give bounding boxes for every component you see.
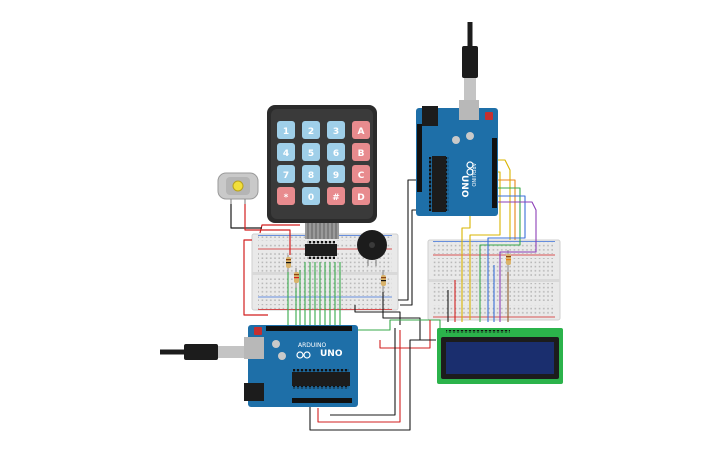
keypad-key-face[interactable] <box>277 143 295 161</box>
piezo-buzzer[interactable] <box>357 230 387 266</box>
usb-cable-top <box>462 22 478 100</box>
keypad-key[interactable]: 8 <box>302 165 320 183</box>
keypad-key[interactable]: 9 <box>327 165 345 183</box>
reset-button-top[interactable] <box>485 112 493 120</box>
wires <box>230 159 537 431</box>
resistor-1[interactable] <box>286 255 291 272</box>
keypad-key-face[interactable] <box>277 121 295 139</box>
keypad-key-label: D <box>357 193 364 203</box>
keypad-keys[interactable]: 1 2 3 A 4 5 6 B 7 8 9 C * 0 # D <box>277 121 370 205</box>
keypad-key[interactable]: 0 <box>302 187 320 205</box>
keypad-key-face[interactable] <box>277 187 295 205</box>
reset-button[interactable] <box>254 327 262 335</box>
keypad-key-label: 2 <box>308 127 314 137</box>
keypad-key-face[interactable] <box>352 187 370 205</box>
keypad-key-face[interactable] <box>327 143 345 161</box>
keypad-key-face[interactable] <box>352 165 370 183</box>
keypad-4x4[interactable]: 1 2 3 A 4 5 6 B 7 8 9 C * 0 # D <box>267 105 377 239</box>
usb-port <box>244 337 264 359</box>
lcd-16x2[interactable] <box>437 328 563 384</box>
mcu-chip <box>292 372 350 386</box>
keypad-key-face[interactable] <box>277 165 295 183</box>
board-brand-main: ARDUINO <box>298 342 327 349</box>
arduino-logo-icon <box>296 351 311 359</box>
keypad-key-face[interactable] <box>327 187 345 205</box>
keypad-key-label: B <box>358 149 365 159</box>
keypad-key[interactable]: 2 <box>302 121 320 139</box>
board-model-top: UNO <box>459 175 469 198</box>
keypad-key[interactable]: 7 <box>277 165 295 183</box>
keypad-key[interactable]: 6 <box>327 143 345 161</box>
keypad-key[interactable]: D <box>352 187 370 205</box>
keypad-key[interactable]: A <box>352 121 370 139</box>
resistor-3[interactable] <box>381 270 386 292</box>
resistor-2[interactable] <box>294 268 299 288</box>
keypad-key-label: 8 <box>308 171 314 181</box>
arduino-uno-top[interactable]: ARDUINO UNO <box>416 100 498 216</box>
keypad-key-face[interactable] <box>302 165 320 183</box>
keypad-key-label: 3 <box>333 127 339 137</box>
keypad-key-label: * <box>284 193 289 203</box>
keypad-key-face[interactable] <box>327 165 345 183</box>
keypad-key[interactable]: * <box>277 187 295 205</box>
power-jack-top <box>422 106 438 126</box>
ic-chip[interactable] <box>305 241 337 259</box>
keypad-key-face[interactable] <box>352 143 370 161</box>
keypad-key-face[interactable] <box>302 187 320 205</box>
keypad-key-face[interactable] <box>327 121 345 139</box>
keypad-key-face[interactable] <box>302 143 320 161</box>
power-jack <box>244 383 264 401</box>
resistor-4[interactable] <box>506 250 511 272</box>
keypad-key[interactable]: 3 <box>327 121 345 139</box>
keypad-key-label: 7 <box>283 171 289 181</box>
arduino-uno-main[interactable]: ARDUINO UNO <box>244 325 358 407</box>
keypad-key[interactable]: 4 <box>277 143 295 161</box>
keypad-key-label: 9 <box>333 171 339 181</box>
board-model-main: UNO <box>320 349 343 359</box>
keypad-key-label: 1 <box>283 127 289 137</box>
keypad-key-label: A <box>358 127 365 137</box>
keypad-key-label: 6 <box>333 149 339 159</box>
keypad-key[interactable]: 1 <box>277 121 295 139</box>
usb-port-top <box>459 100 479 120</box>
motor-shaft-icon <box>232 180 244 192</box>
keypad-key-label: 0 <box>308 193 314 203</box>
keypad-ribbon <box>305 223 339 239</box>
keypad-key[interactable]: 5 <box>302 143 320 161</box>
keypad-key-label: 5 <box>308 149 314 159</box>
lcd-screen <box>446 342 554 374</box>
dc-motor[interactable] <box>217 172 259 204</box>
mcu-chip-top <box>432 156 446 212</box>
keypad-key[interactable]: B <box>352 143 370 161</box>
keypad-key-face[interactable] <box>302 121 320 139</box>
arduino-logo-icon-top <box>466 161 474 176</box>
keypad-key[interactable]: # <box>327 187 345 205</box>
keypad-key-face[interactable] <box>352 121 370 139</box>
keypad-key-label: 4 <box>283 149 289 159</box>
keypad-key[interactable]: C <box>352 165 370 183</box>
board-brand-top: ARDUINO <box>470 163 476 187</box>
keypad-key-label: # <box>332 193 340 203</box>
usb-cable-main <box>160 344 244 360</box>
keypad-key-label: C <box>358 171 365 181</box>
